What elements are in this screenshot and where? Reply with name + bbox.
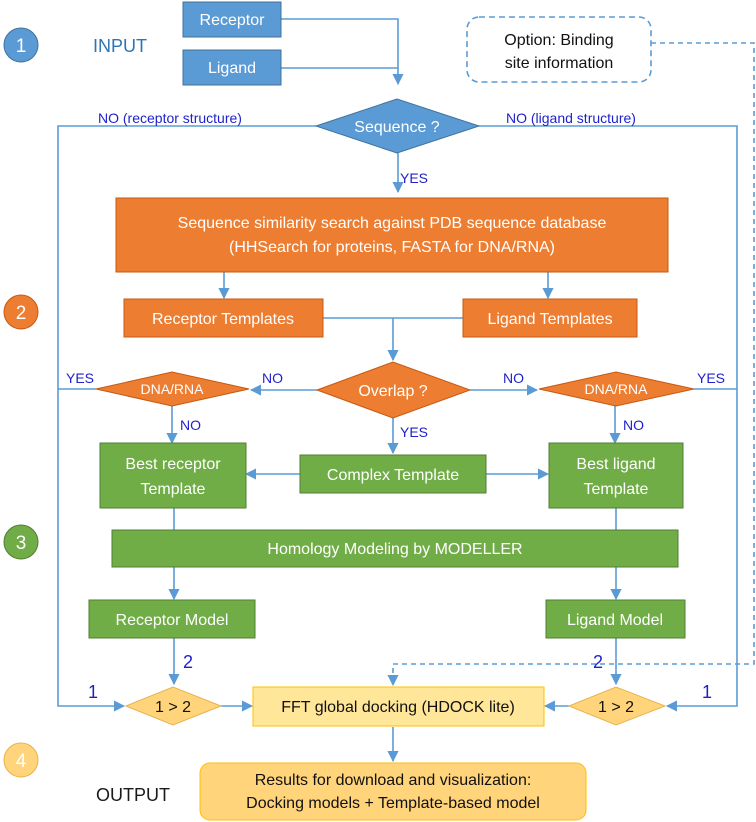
edge-no-ligand-structure: NO (ligand structure) — [506, 110, 636, 126]
ligand-model-label: Ligand Model — [567, 612, 663, 629]
path-one-left: 1 — [88, 682, 98, 702]
receptor-templates-label: Receptor Templates — [152, 311, 294, 328]
binding-site-dashed-line — [387, 42, 755, 687]
best-ligand-line-1: Best ligand — [576, 456, 655, 473]
path-two-left: 2 — [183, 652, 193, 672]
results-line-1: Results for download and visualization: — [255, 772, 532, 789]
ligand-templates-label: Ligand Templates — [487, 311, 612, 328]
receptor-templates-box: Receptor Templates — [123, 298, 324, 338]
input-label: INPUT — [93, 36, 147, 56]
edge-yes-overlap: YES — [400, 424, 428, 440]
path-one-right: 1 — [702, 682, 712, 702]
stage-3-marker: 3 — [3, 524, 39, 560]
receptor-label: Receptor — [200, 12, 266, 29]
ligand-label: Ligand — [208, 60, 256, 77]
results-box: Results for download and visualization: … — [199, 762, 587, 821]
edge-yes-sequence: YES — [400, 170, 428, 186]
edge-no-right: NO — [503, 370, 524, 386]
stage-2-marker: 2 — [3, 294, 39, 330]
dna-rna-right-decision: DNA/RNA — [538, 371, 695, 407]
receptor-model-box: Receptor Model — [88, 599, 256, 639]
edge-yes-left: YES — [66, 370, 94, 386]
path-number-labels: 2 2 1 1 — [88, 652, 712, 702]
stage-2-number: 2 — [16, 303, 27, 324]
compare-left-decision: 1 > 2 — [124, 686, 223, 726]
edge-no-receptor-structure: NO (receptor structure) — [98, 110, 242, 126]
homology-label: Homology Modeling by MODELLER — [267, 541, 522, 558]
edge-no-dna-left: NO — [180, 417, 201, 433]
compare-right-decision: 1 > 2 — [567, 686, 667, 726]
overlap-label: Overlap ? — [358, 383, 427, 400]
overlap-decision: Overlap ? — [315, 361, 472, 419]
edge-no-left: NO — [262, 370, 283, 386]
sequence-label: Sequence ? — [354, 119, 440, 136]
results-line-2: Docking models + Template-based model — [246, 795, 540, 812]
option-binding-site-box: Option: Binding site information — [466, 16, 652, 83]
ligand-box: Ligand — [182, 49, 282, 86]
best-receptor-line-2: Template — [141, 481, 206, 498]
complex-template-label: Complex Template — [327, 467, 459, 484]
connector-lines — [57, 18, 738, 763]
stage-4-marker: 4 — [3, 742, 39, 778]
option-line-2: site information — [505, 55, 614, 72]
sequence-decision: Sequence ? — [314, 98, 481, 154]
complex-template-box: Complex Template — [299, 454, 487, 494]
fft-label: FFT global docking (HDOCK lite) — [281, 699, 515, 716]
stage-1-marker: 1 — [3, 27, 39, 63]
search-line-1: Sequence similarity search against PDB s… — [178, 215, 607, 232]
receptor-box: Receptor — [182, 1, 282, 38]
dna-rna-right-label: DNA/RNA — [584, 381, 648, 397]
dna-rna-left-decision: DNA/RNA — [95, 371, 250, 407]
compare-right-label: 1 > 2 — [598, 699, 634, 716]
sequence-search-box: Sequence similarity search against PDB s… — [115, 197, 669, 273]
receptor-model-label: Receptor Model — [116, 612, 229, 629]
best-receptor-line-1: Best receptor — [125, 456, 221, 473]
edge-labels: NO (receptor structure) NO (ligand struc… — [66, 110, 725, 440]
ligand-model-box: Ligand Model — [545, 599, 686, 639]
best-ligand-template-box: Best ligand Template — [548, 442, 684, 509]
path-two-right: 2 — [593, 652, 603, 672]
output-label: OUTPUT — [96, 785, 170, 805]
search-line-2: (HHSearch for proteins, FASTA for DNA/RN… — [229, 239, 555, 256]
stage-4-number: 4 — [16, 751, 27, 772]
option-line-1: Option: Binding — [504, 32, 613, 49]
edge-no-dna-right: NO — [623, 417, 644, 433]
stage-1-number: 1 — [16, 36, 27, 57]
best-receptor-template-box: Best receptor Template — [99, 442, 247, 509]
homology-modeling-box: Homology Modeling by MODELLER — [111, 529, 679, 568]
best-ligand-line-2: Template — [584, 481, 649, 498]
edge-yes-right: YES — [697, 370, 725, 386]
stage-3-number: 3 — [16, 533, 27, 554]
compare-left-label: 1 > 2 — [155, 699, 191, 716]
dna-rna-left-label: DNA/RNA — [140, 381, 204, 397]
ligand-templates-box: Ligand Templates — [462, 298, 638, 338]
fft-docking-box: FFT global docking (HDOCK lite) — [252, 686, 545, 727]
